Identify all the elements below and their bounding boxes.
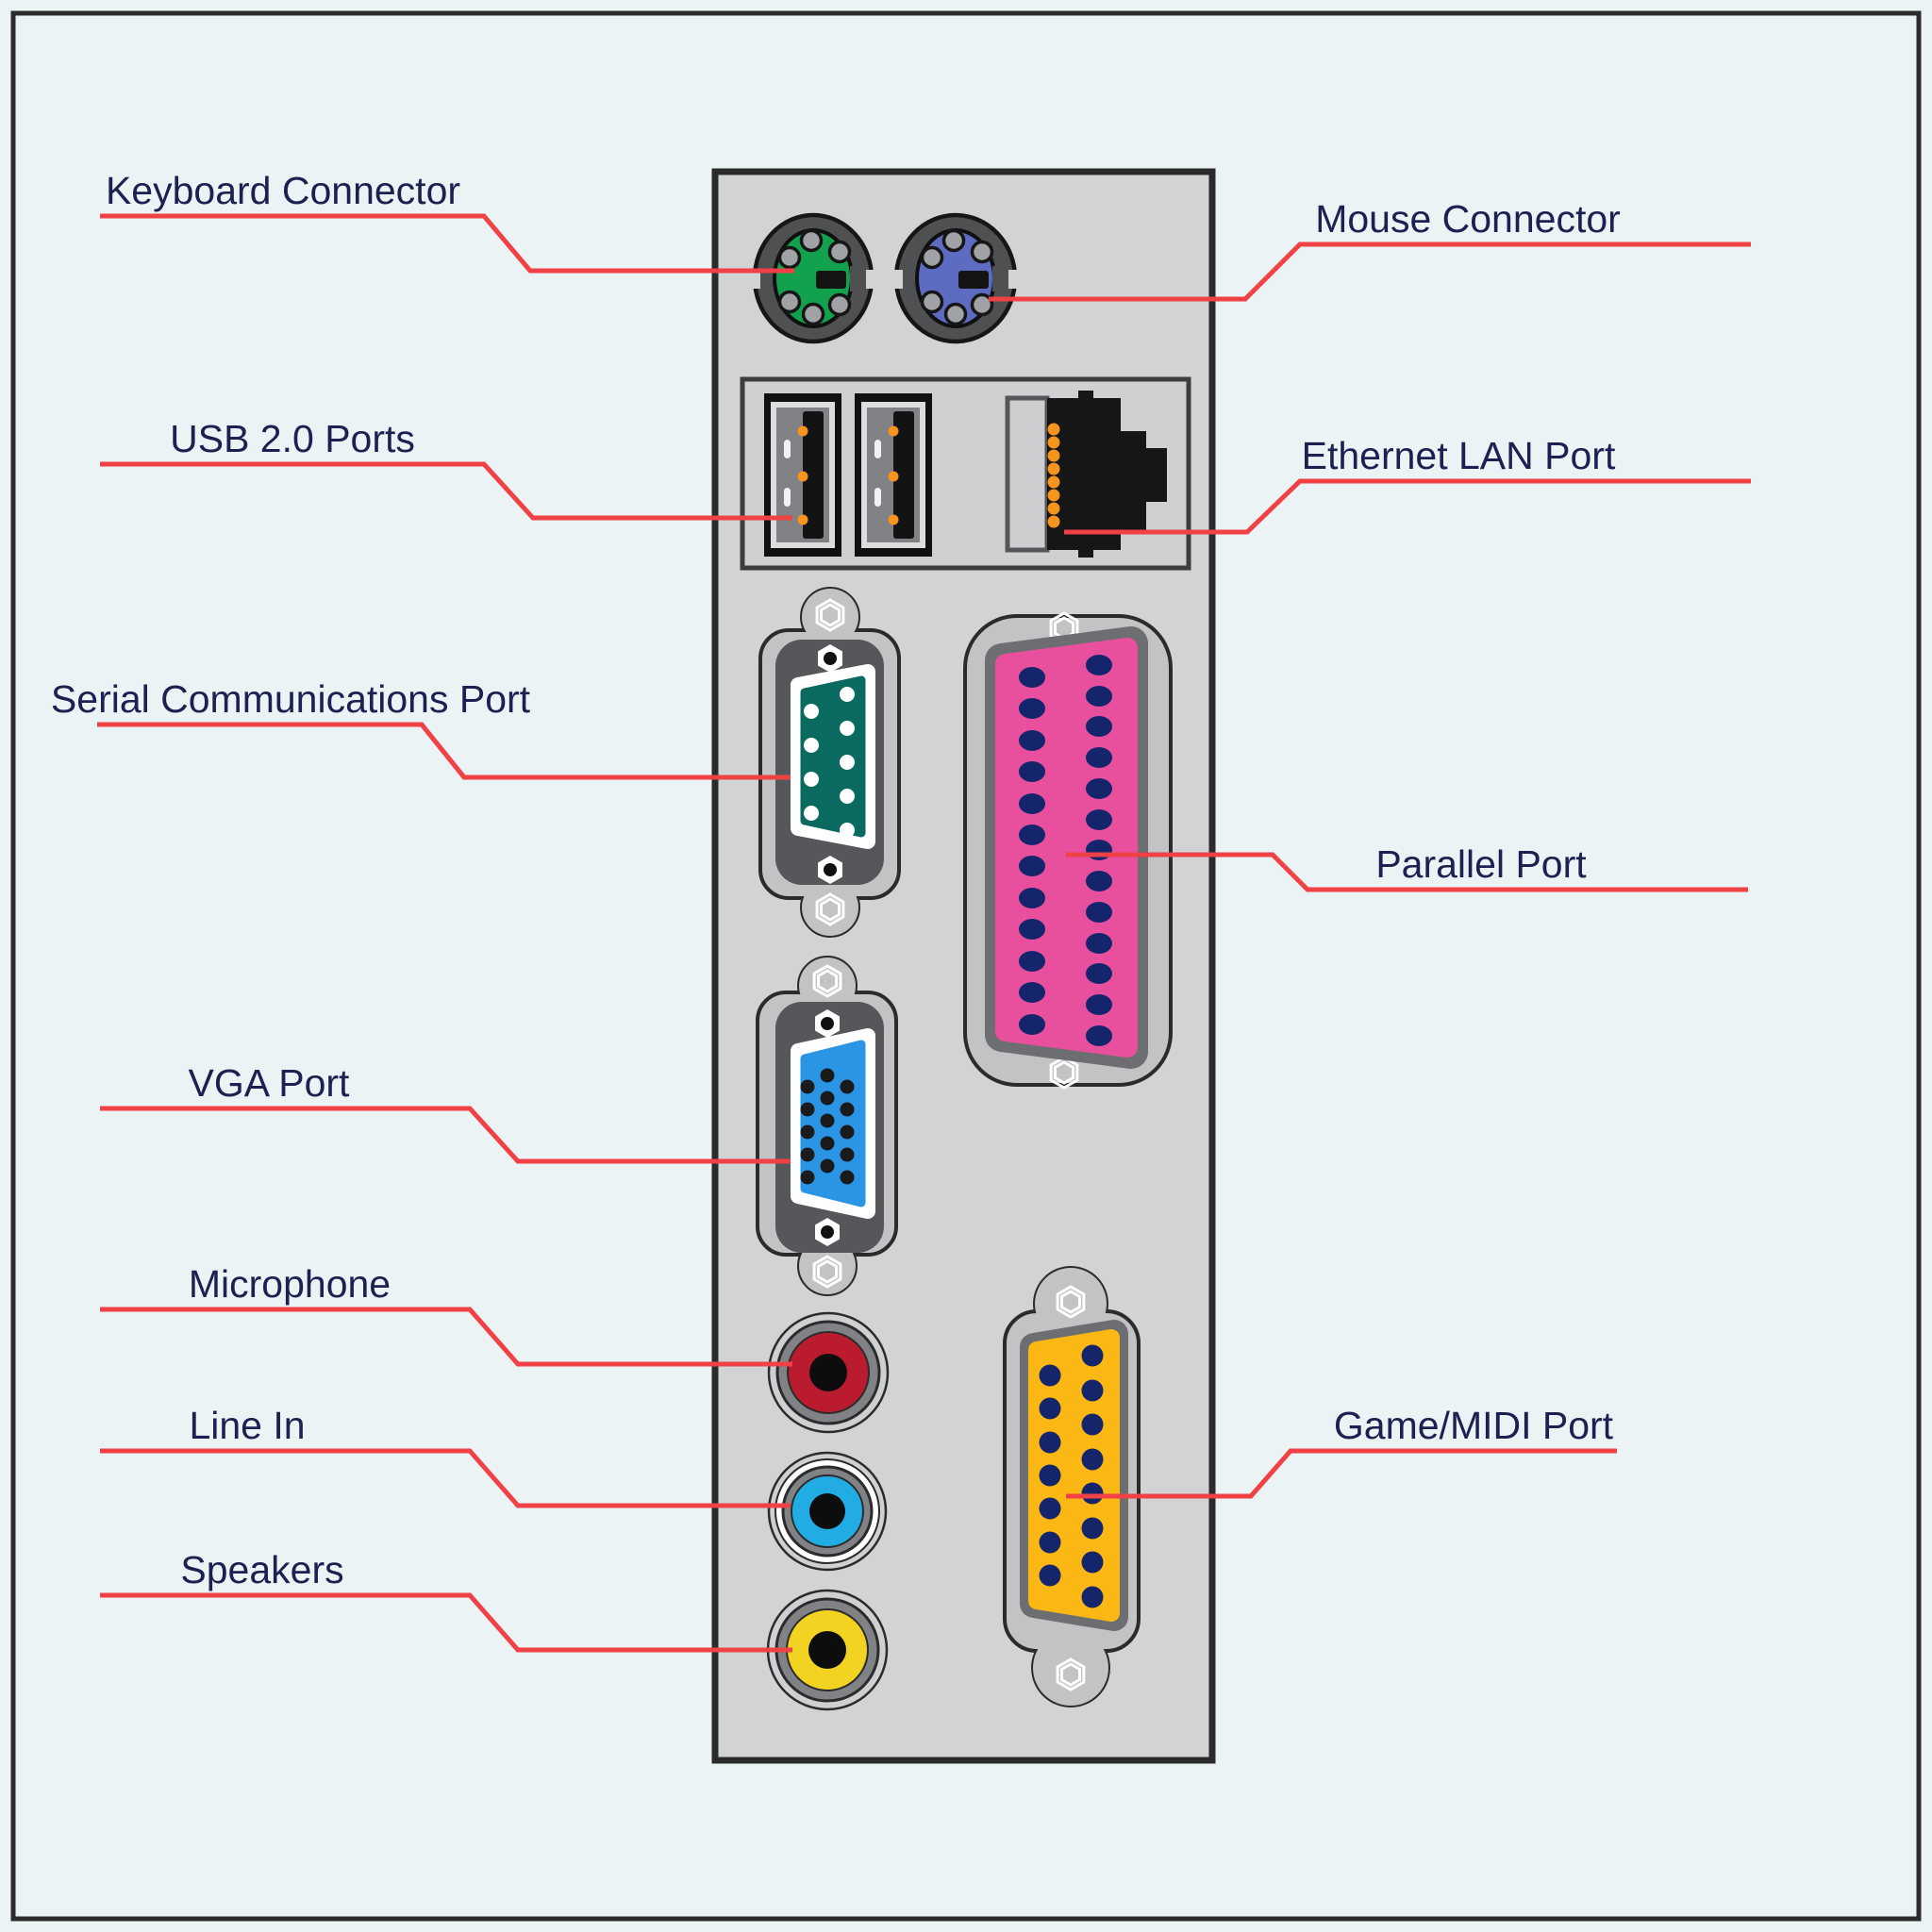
vga-top-bolt (812, 964, 842, 998)
label-microphone: Microphone (189, 1262, 391, 1306)
line-in-leader-line (100, 1448, 791, 1508)
mouse-keyway-notch (992, 266, 1005, 291)
ethernet-jack-body (1047, 398, 1167, 550)
diagram-frame (10, 10, 1922, 1922)
serial-communications-port (758, 587, 901, 938)
keyboard-keyway-notch (850, 266, 862, 291)
usb-leader-line (100, 461, 792, 521)
mouse-connector-port (891, 212, 1021, 344)
label-usb-ports: USB 2.0 Ports (170, 417, 415, 460)
parallel-pins (1019, 655, 1112, 1046)
game-midi-port (1003, 1266, 1141, 1707)
vga-leader-line (100, 1106, 791, 1164)
keyboard-connector-port (748, 212, 878, 344)
label-mouse-connector: Mouse Connector (1315, 197, 1621, 241)
keyboard-key-slot (816, 271, 846, 289)
usb1-contacts (797, 425, 808, 525)
vga-top-nut (815, 1009, 840, 1038)
speakers-leader-line (100, 1592, 792, 1653)
ethernet-leader-line (1064, 478, 1751, 535)
microphone-jack (767, 1311, 890, 1434)
labels: Keyboard Connector USB 2.0 Ports Serial … (51, 169, 1621, 1591)
label-vga-port: VGA Port (189, 1061, 351, 1105)
ethernet-top-tab (1078, 391, 1093, 400)
game-leader-line (1066, 1448, 1617, 1499)
serial-leader-line (97, 722, 791, 780)
vga-pins (800, 1068, 855, 1185)
vga-bottom-bolt (812, 1255, 842, 1289)
label-keyboard-connector: Keyboard Connector (106, 169, 460, 212)
label-parallel-port: Parallel Port (1375, 842, 1587, 886)
ethernet-lan-port (1005, 391, 1167, 558)
microphone-leader-line (100, 1307, 792, 1367)
mouse-ring-notch-left (891, 270, 903, 289)
ethernet-bottom-tab (1078, 548, 1093, 558)
keyboard-ring-notch-right (866, 270, 878, 289)
mouse-pin-holes (920, 228, 994, 326)
label-speakers: Speakers (180, 1548, 343, 1591)
ethernet-pins (1047, 423, 1060, 528)
game-pins (1039, 1344, 1104, 1608)
usb-port-2 (855, 393, 932, 557)
parallel-leader-line (1066, 852, 1748, 892)
serial-top-nut (818, 644, 842, 673)
serial-pins (804, 687, 855, 838)
parallel-bottom-bolt (1049, 1056, 1079, 1090)
vga-port (756, 956, 898, 1296)
line-in-jack (767, 1451, 888, 1572)
keyboard-ring-notch-left (748, 270, 760, 289)
vga-bottom-nut (815, 1218, 840, 1246)
mouse-key-slot (958, 271, 989, 289)
speakers-jack (766, 1589, 889, 1711)
parallel-port (963, 611, 1173, 1090)
serial-top-bolt (815, 598, 845, 632)
usb2-contacts (888, 425, 899, 525)
leader-lines (97, 213, 1751, 1653)
label-game-midi-port: Game/MIDI Port (1334, 1404, 1614, 1447)
mouse-leader-line (989, 242, 1751, 302)
label-serial-port: Serial Communications Port (51, 677, 531, 721)
keyboard-pin-holes (777, 228, 852, 326)
keyboard-leader-line (100, 213, 794, 274)
ethernet-plate (1005, 395, 1050, 553)
serial-bottom-bolt (815, 892, 845, 926)
mouse-ring-notch-right (1008, 270, 1021, 289)
game-bottom-bolt (1056, 1657, 1086, 1691)
label-ethernet-port: Ethernet LAN Port (1302, 434, 1616, 477)
usb-port-1 (764, 393, 841, 557)
serial-bottom-nut (818, 856, 842, 884)
label-line-in: Line In (189, 1404, 305, 1447)
game-top-bolt (1056, 1285, 1086, 1319)
